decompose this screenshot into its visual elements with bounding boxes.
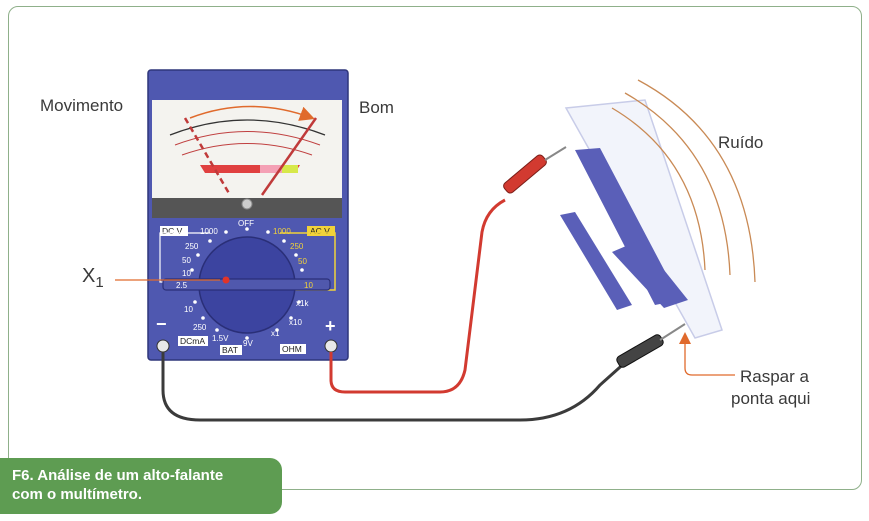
bat-scale-9v: 9V xyxy=(243,339,253,348)
bat-label-box xyxy=(220,345,242,355)
needle-initial xyxy=(183,117,232,196)
negative-jack[interactable] xyxy=(156,339,170,353)
ohm-label-box xyxy=(280,344,306,354)
acv-scale-50: 50 xyxy=(298,257,307,266)
meter-scale-band-yellow xyxy=(282,165,298,173)
speaker-frame xyxy=(564,99,723,339)
dcma-scale-250: 250 xyxy=(193,323,207,332)
speaker xyxy=(560,99,723,339)
speaker-cone-lower xyxy=(560,212,632,310)
dcv-scale-1000: 1000 xyxy=(200,227,218,236)
dcv-scale-2-5: 2.5 xyxy=(176,281,188,290)
dcma-label: DCmA xyxy=(180,336,205,346)
acv-scale-10: 10 xyxy=(304,281,313,290)
label-raspar-line1: Raspar a xyxy=(740,367,809,386)
negative-terminal-label: − xyxy=(156,314,167,334)
ohm-scale-x10: x10 xyxy=(289,318,302,327)
label-movimento: Movimento xyxy=(40,96,124,115)
needle-motion-arrow xyxy=(189,105,315,121)
dcma-label-box xyxy=(178,336,208,346)
selector-knob-bar[interactable] xyxy=(162,278,331,291)
selector-ticks xyxy=(190,227,304,340)
meter-scale-band-pink xyxy=(260,165,282,173)
dcma-scale-10: 10 xyxy=(184,305,193,314)
meter-scale-arc-3 xyxy=(181,143,313,156)
label-x1-main: X xyxy=(82,265,96,287)
figure-caption: F6. Análise de um alto-falante com o mul… xyxy=(0,458,282,514)
bat-label: BAT xyxy=(222,345,238,355)
zero-adjust-screw[interactable] xyxy=(241,198,253,210)
black-lead-wire xyxy=(161,352,629,422)
caption-line-1: F6. Análise de um alto-falante xyxy=(12,467,224,484)
meter-face xyxy=(152,100,342,198)
ohm-scale-x1: x1 xyxy=(271,329,280,338)
caption-line-2: com o multímetro. xyxy=(12,486,143,503)
needle-final xyxy=(260,117,318,196)
red-probe[interactable] xyxy=(502,146,567,195)
ohm-scale-x1k: x1k xyxy=(296,299,309,308)
multimeter: DC V AC V OFF 1000 250 50 10 2.5 1000 25… xyxy=(147,69,349,361)
raspar-pointer-line xyxy=(684,340,735,376)
acv-label-box xyxy=(307,226,335,236)
label-ruido: Ruído xyxy=(718,133,764,152)
positive-jack[interactable] xyxy=(324,339,338,353)
bat-scale-1-5v: 1.5V xyxy=(212,334,229,343)
raspar-arrowhead xyxy=(679,332,691,344)
black-probe[interactable] xyxy=(615,323,686,369)
speaker-cone-mid xyxy=(612,240,688,308)
red-lead-wire xyxy=(329,198,506,394)
label-bom: Bom xyxy=(359,98,394,117)
positive-terminal-label: + xyxy=(325,316,336,336)
sound-waves xyxy=(611,79,756,283)
ohm-label: OHM xyxy=(282,344,302,354)
meter-scale-arc-2 xyxy=(174,131,321,146)
dcv-scale-10: 10 xyxy=(182,269,191,278)
dcv-label: DC V xyxy=(162,226,183,236)
acv-scale-250: 250 xyxy=(290,242,304,251)
label-x1-subscript: 1 xyxy=(95,274,104,291)
dcv-scale-250: 250 xyxy=(185,242,199,251)
off-label: OFF xyxy=(238,219,254,228)
dcv-scale-50: 50 xyxy=(182,256,191,265)
label-raspar-line2: ponta aqui xyxy=(731,389,811,408)
dcv-label-box xyxy=(160,226,188,236)
acv-scale-1000: 1000 xyxy=(273,227,291,236)
acv-label: AC V xyxy=(310,226,330,236)
selector-indicator-dot xyxy=(222,276,230,284)
label-x1: X1 xyxy=(82,265,104,291)
